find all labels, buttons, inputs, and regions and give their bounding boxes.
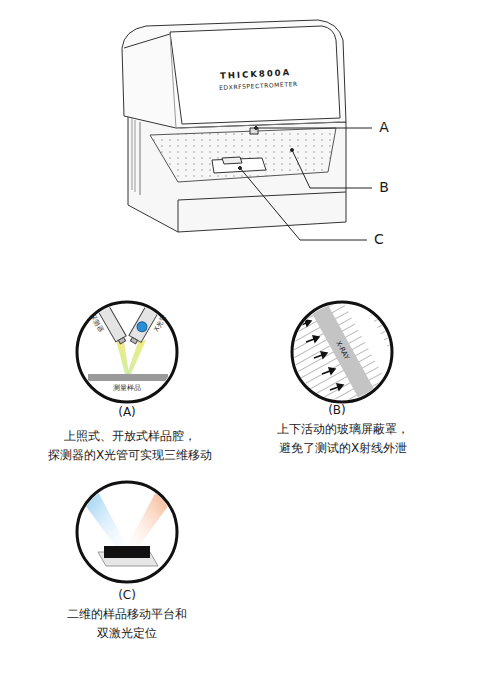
art-circle <box>135 320 149 334</box>
art-path <box>132 118 135 192</box>
art-g <box>80 488 174 566</box>
art-g <box>298 320 343 390</box>
art-polygon <box>116 340 129 374</box>
art-rect <box>130 337 137 343</box>
art-path <box>240 168 367 240</box>
art-polygon <box>329 368 335 374</box>
art-circle <box>255 127 258 130</box>
art-polygon <box>337 384 343 390</box>
art-polygon <box>80 488 128 550</box>
art-path <box>128 112 346 232</box>
art-path <box>212 158 266 173</box>
art-rect <box>118 337 125 343</box>
art-path <box>170 26 340 124</box>
art-path <box>122 20 346 128</box>
art-polygon <box>126 488 174 550</box>
leader-lines <box>239 127 373 241</box>
art-path <box>170 34 176 128</box>
art-path <box>222 157 242 164</box>
art-g <box>290 300 405 410</box>
figure-label: (B) <box>328 403 346 418</box>
art-path <box>180 122 340 128</box>
callout-letter: B <box>379 179 389 197</box>
art-circle <box>239 167 242 170</box>
art-polygon <box>321 352 327 358</box>
detail-circle-c <box>77 482 177 582</box>
callout-letter: A <box>379 119 389 137</box>
instrument <box>122 20 346 232</box>
art-circle <box>77 482 177 582</box>
sample-label: 测量样品 <box>113 384 141 393</box>
art-path <box>256 128 372 129</box>
figure-label: (A) <box>118 405 136 420</box>
detail-circle-a <box>77 301 177 402</box>
figure-caption: 上照式、开放式样品腔， 探测器的X光管可实现三维移动 <box>48 427 212 465</box>
art-path <box>292 150 372 188</box>
art-rect <box>88 374 168 381</box>
detail-circle-b <box>290 300 405 410</box>
art-path <box>178 192 346 232</box>
art-polygon <box>313 336 319 342</box>
figure-caption: 上下活动的玻璃屏蔽罩， 避免了测试的X射线外泄 <box>277 420 409 458</box>
callout-letter: C <box>374 231 384 249</box>
art-rect <box>104 546 150 558</box>
art-path <box>124 34 170 48</box>
art-path <box>150 128 336 182</box>
art-path <box>315 300 367 395</box>
art-path <box>140 122 141 195</box>
art-circle <box>77 302 177 402</box>
art-circle <box>292 302 392 402</box>
art-polygon <box>305 320 311 326</box>
figure-caption: 二维的样品移动平台和 双激光定位 <box>67 605 187 643</box>
art-polygon <box>127 340 146 374</box>
art-circle <box>291 149 294 152</box>
figure-label: (C) <box>118 588 136 603</box>
